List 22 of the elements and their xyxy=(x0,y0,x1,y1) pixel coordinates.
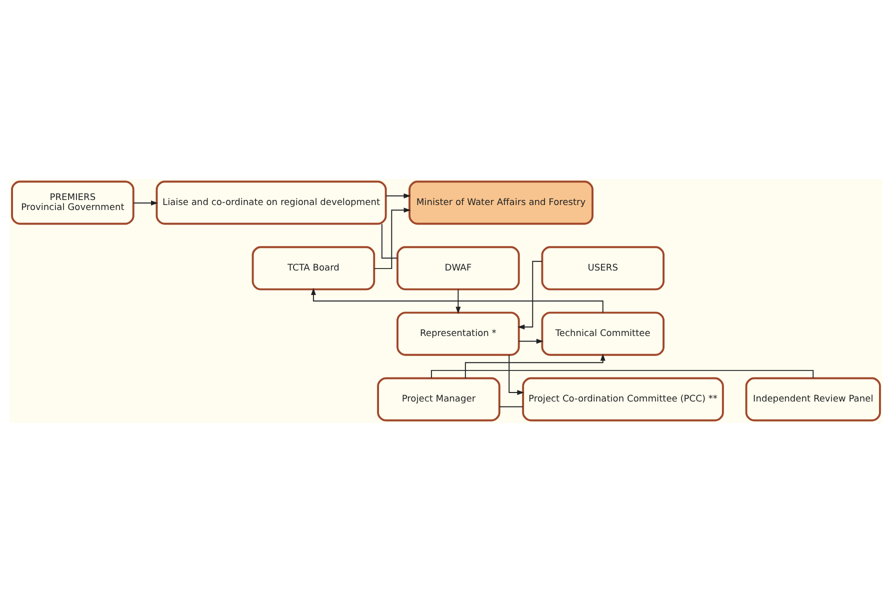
node-box: Independent Review Panel xyxy=(745,377,881,422)
node-box: Project Manager xyxy=(377,377,500,422)
node-box: Representation * xyxy=(396,312,520,356)
node-box: PREMIERS Provincial Government xyxy=(11,180,134,225)
arrow xyxy=(518,338,544,344)
node-box: Liaise and co-ordinate on regional development xyxy=(156,180,387,225)
connector xyxy=(499,406,524,408)
arrow xyxy=(464,354,606,379)
arrow xyxy=(133,200,158,206)
arrow xyxy=(518,260,543,330)
connector xyxy=(430,370,814,378)
arrow xyxy=(508,354,524,395)
node-box: TCTA Board xyxy=(252,246,376,290)
arrow xyxy=(385,193,411,198)
node-box: Minister of Water Affairs and Forestry xyxy=(408,180,594,225)
node-box: Technical Committee xyxy=(541,312,665,356)
node-box: DWAF xyxy=(396,246,520,290)
node-box: USERS xyxy=(541,246,665,290)
arrow xyxy=(374,208,411,270)
arrow xyxy=(456,288,461,314)
node-box: Project Co-ordination Committee (PCC) ** xyxy=(522,377,724,422)
connector xyxy=(381,224,398,259)
